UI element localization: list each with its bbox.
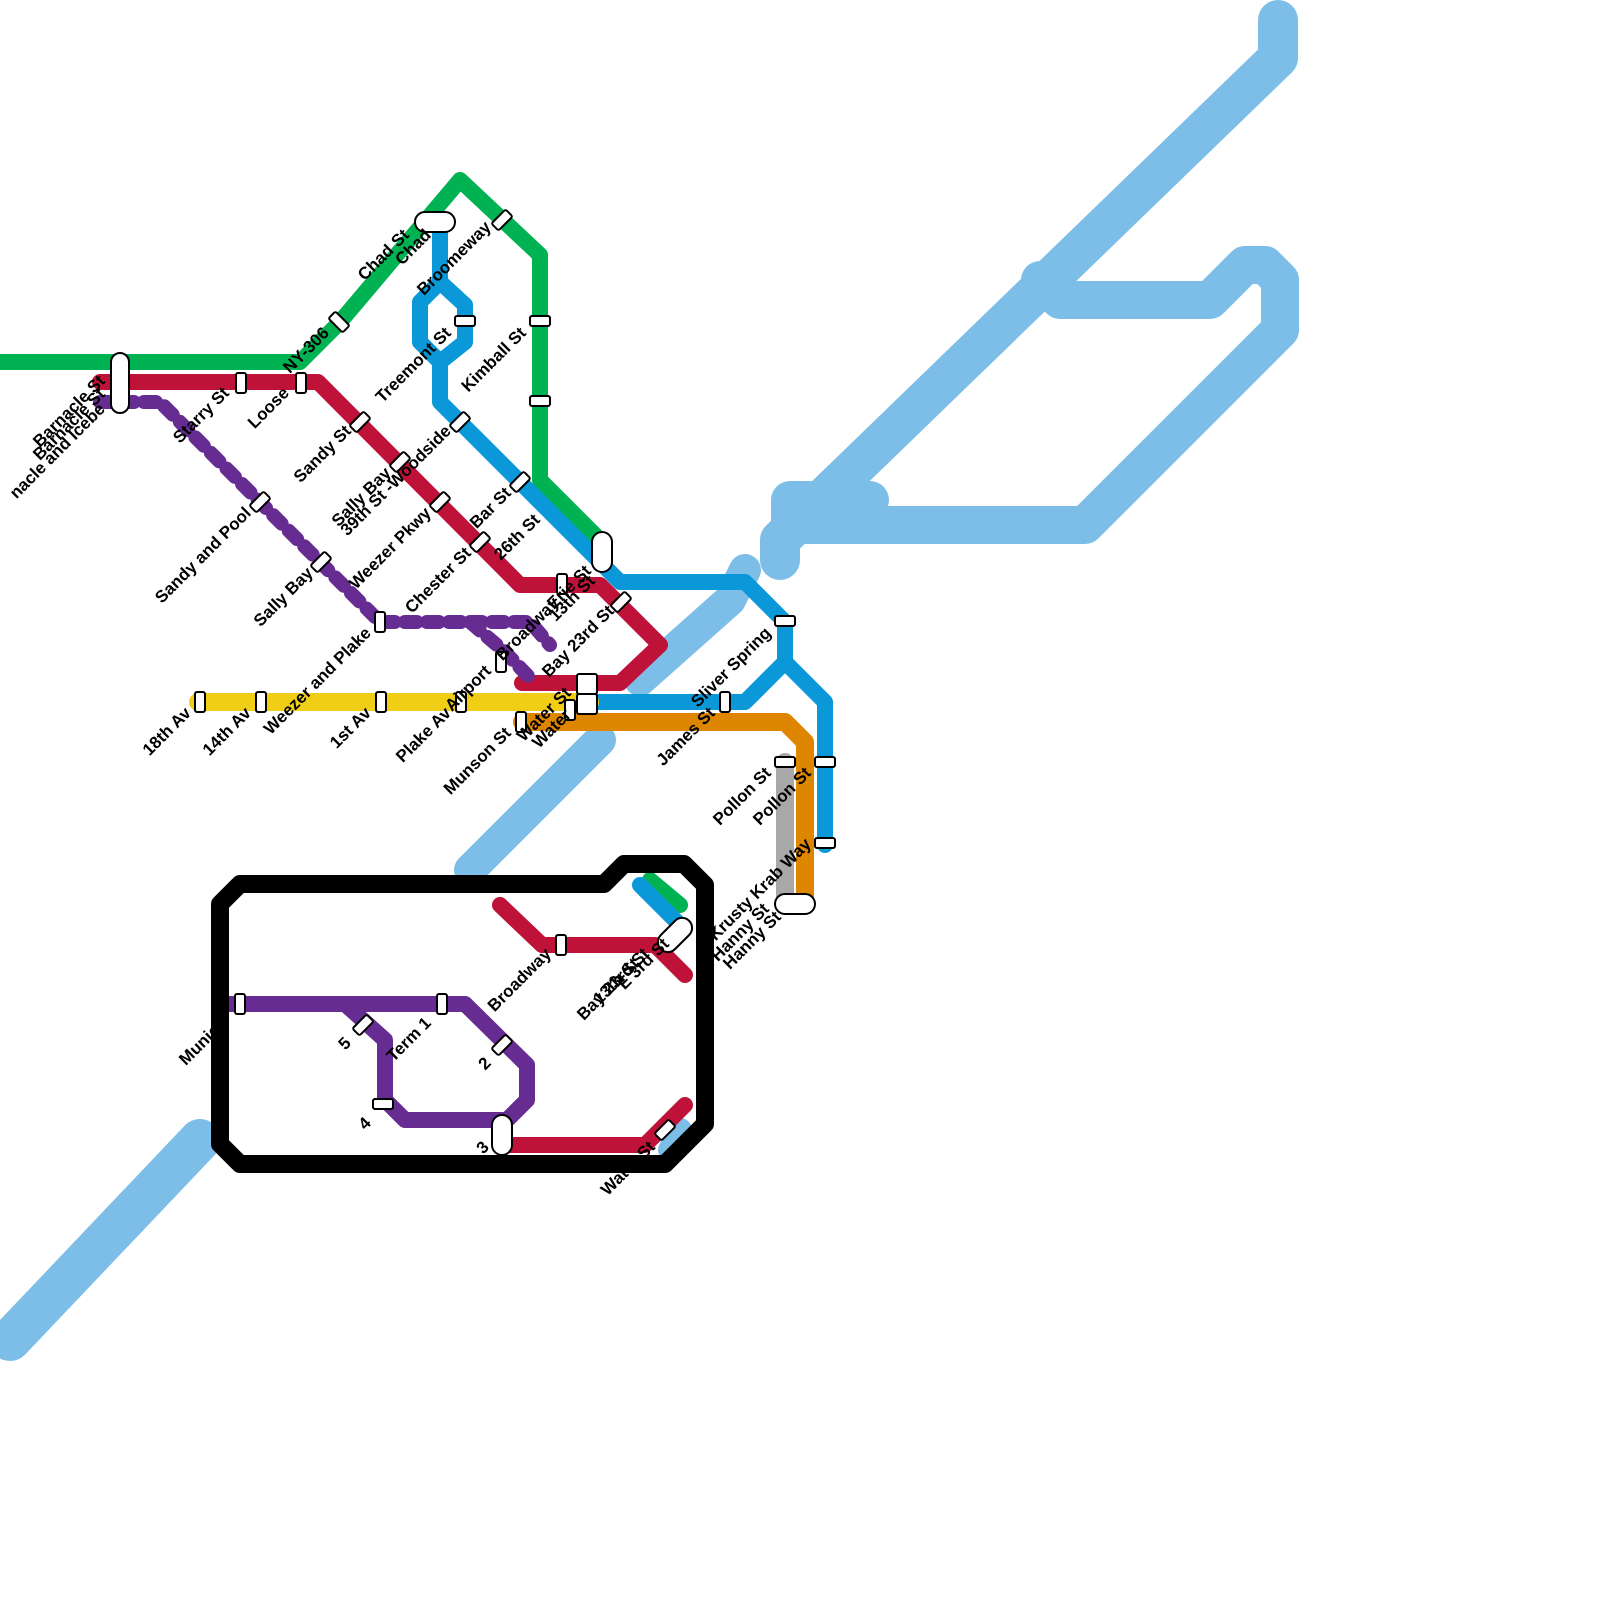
station-treemont-st[interactable]: [454, 315, 476, 327]
station-1st-av[interactable]: [375, 691, 387, 713]
blue-line-branch[interactable]: [587, 654, 793, 710]
station-sally-bay-2[interactable]: [310, 551, 332, 573]
station-13th-st[interactable]: [610, 591, 632, 613]
label-2: 2: [475, 1053, 495, 1073]
purple-dashed-branch[interactable]: [463, 615, 557, 652]
station-18th-av[interactable]: [194, 691, 206, 713]
station-junction-green-blue[interactable]: [591, 531, 613, 573]
label-sandy-and-pool: Sandy and Pool: [151, 503, 255, 607]
label-plake-av: Plake Av: [392, 703, 455, 766]
lines-layer: [0, 172, 833, 1173]
label-loose: Loose: [244, 383, 293, 432]
station-5[interactable]: [352, 1014, 374, 1036]
station-james-st[interactable]: [719, 691, 731, 713]
station-2[interactable]: [491, 1034, 513, 1056]
station-munich[interactable]: [234, 993, 246, 1015]
label-3: 3: [473, 1137, 493, 1157]
station-26th-st[interactable]: [469, 531, 491, 553]
label-sandy-st: Sandy St: [290, 421, 355, 486]
stations-layer: [110, 209, 836, 1156]
label-18th-av: 18th Av: [139, 703, 195, 759]
station-term-1[interactable]: [436, 993, 448, 1015]
red-line-inner-upper[interactable]: [492, 897, 693, 983]
label-bar-st: Bar St: [466, 483, 515, 532]
station-hanny-st[interactable]: [774, 893, 816, 915]
station-kimball-st-upper[interactable]: [529, 315, 551, 327]
station-broadway-lower[interactable]: [555, 934, 567, 956]
station-weezer-pkwy[interactable]: [429, 491, 451, 513]
label-5: 5: [335, 1033, 355, 1053]
label-broadway-lower: Broadway: [484, 944, 555, 1015]
label-woodside: 39th St -Woodside: [337, 421, 455, 539]
water-river-sw: [0, 1119, 221, 1361]
water-river-upper-branch: [771, 246, 1299, 544]
red-line-inner-lower[interactable]: [502, 1097, 693, 1153]
station-starry-st[interactable]: [235, 372, 247, 394]
station-airport[interactable]: [495, 651, 507, 673]
station-3[interactable]: [491, 1114, 513, 1156]
station-bay-23rd[interactable]: [576, 673, 598, 695]
blue-line-inner[interactable]: [632, 877, 688, 933]
station-sally-bay[interactable]: [389, 451, 411, 473]
station-sandy-st[interactable]: [349, 411, 371, 433]
station-broomeway[interactable]: [491, 209, 513, 231]
station-plake-av[interactable]: [455, 691, 467, 713]
label-4: 4: [355, 1113, 376, 1134]
water-river-low: [454, 724, 616, 886]
station-pollon-st-3[interactable]: [814, 837, 836, 849]
label-munson-st: Munson St: [440, 723, 515, 798]
station-barnacle-st[interactable]: [110, 352, 130, 414]
label-chester-st: Chester St: [401, 543, 475, 617]
blue-line[interactable]: [412, 214, 833, 853]
green-line-inner[interactable]: [642, 872, 688, 913]
water-river-main: [760, 0, 1298, 580]
station-pollon-st-2[interactable]: [814, 756, 836, 768]
label-14th-av: 14th Av: [199, 703, 255, 759]
station-bar-st[interactable]: [509, 471, 531, 493]
station-water[interactable]: [564, 699, 576, 721]
black-line[interactable]: [211, 855, 714, 1173]
purple-dashed-line[interactable]: [93, 395, 537, 685]
station-ny-306[interactable]: [328, 311, 350, 333]
label-ny-306: NY-306: [279, 323, 333, 377]
station-sandy-and-pool[interactable]: [249, 491, 271, 513]
station-loose[interactable]: [295, 372, 307, 394]
station-14th-av[interactable]: [255, 691, 267, 713]
station-woodside[interactable]: [449, 411, 471, 433]
station-chad-st[interactable]: [414, 211, 456, 233]
label-sally-bay-2: Sally Bay: [250, 563, 317, 630]
station-munson-st[interactable]: [515, 711, 527, 733]
station-weezer-and-plake[interactable]: [374, 611, 386, 633]
orange-line[interactable]: [513, 713, 814, 914]
station-4[interactable]: [372, 1098, 394, 1110]
station-erie-st[interactable]: [556, 573, 568, 595]
label-26th-st: 26th St: [490, 510, 544, 564]
green-line[interactable]: [0, 172, 608, 548]
station-water-st[interactable]: [576, 693, 598, 715]
station-water-st-lower[interactable]: [654, 1119, 676, 1141]
red-line[interactable]: [92, 374, 668, 691]
station-kimball-st[interactable]: [529, 395, 551, 407]
station-pollon-st[interactable]: [774, 756, 796, 768]
station-e-3rd-st[interactable]: [654, 914, 696, 956]
station-sliver-spring[interactable]: [774, 615, 796, 627]
